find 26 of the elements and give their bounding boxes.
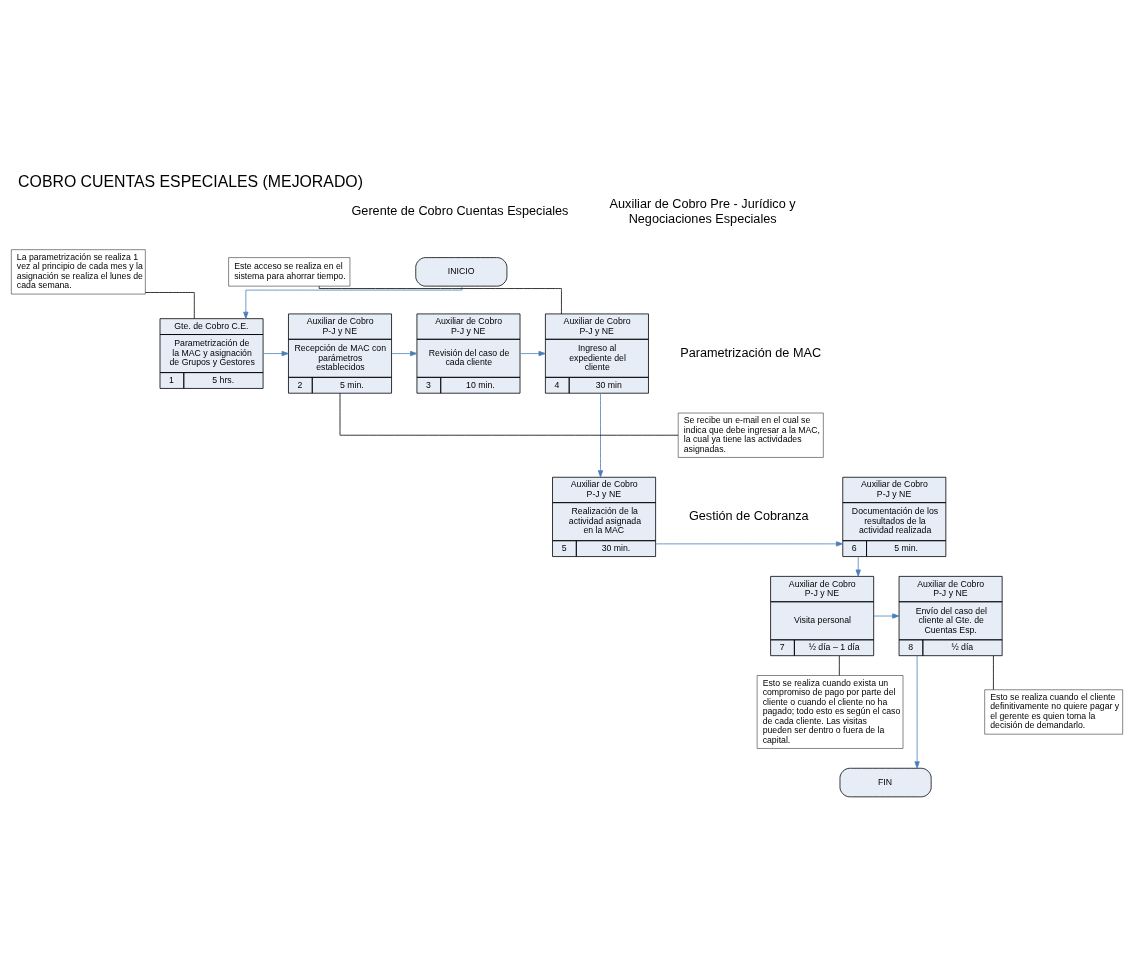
arrow: [914, 655, 920, 769]
node-box: FIN: [839, 767, 932, 798]
label: Gerente de Cobro Cuentas Especiales: [351, 204, 569, 219]
label: Gestión de Cobranza: [688, 508, 809, 523]
arrow: [655, 541, 844, 547]
connector: [339, 393, 679, 436]
arrow: [597, 392, 604, 478]
label: Parametrización de MAC: [680, 345, 822, 360]
arrow: [391, 350, 418, 357]
node-box: Esto se realiza cuando exista un compromiso de pago por parte del cliente o cuando el cliente no ha pagado; todo esto es según el caso de cada cliente. Las visitas pueden ser dentro o fuera de la capital.: [756, 675, 904, 749]
arrow: [855, 556, 861, 577]
node-box: INICIO: [415, 257, 508, 287]
node-box: Se recibe un e-mail en el cual se indica que debe ingresar a la MAC, la cual ya tiene las actividades asignadas.: [677, 412, 824, 458]
node-box: La parametrización se realiza 1 vez al principio de cada mes y la asignación se realiza el lunes de cada semana.: [11, 249, 146, 295]
arrow: [243, 285, 463, 319]
label: Auxiliar de Cobro Pre - Jurídico y Negociaciones Especiales: [609, 197, 796, 226]
node-box: Este acceso se realiza en el sistema para ahorrar tiempo.: [228, 257, 351, 287]
node-box: Esto se realiza cuando el cliente definitivamente no quiere pagar y el gerente es quien toma la decisión de demandarlo.: [984, 689, 1123, 735]
connector: [993, 655, 994, 691]
arrow: [873, 613, 900, 619]
arrow: [263, 350, 289, 357]
connector: [318, 285, 562, 315]
diagram-title: COBRO CUENTAS ESPECIALES (MEJORADO): [18, 173, 363, 191]
connector: [145, 292, 195, 319]
connector: [838, 655, 840, 676]
arrow: [519, 350, 546, 357]
